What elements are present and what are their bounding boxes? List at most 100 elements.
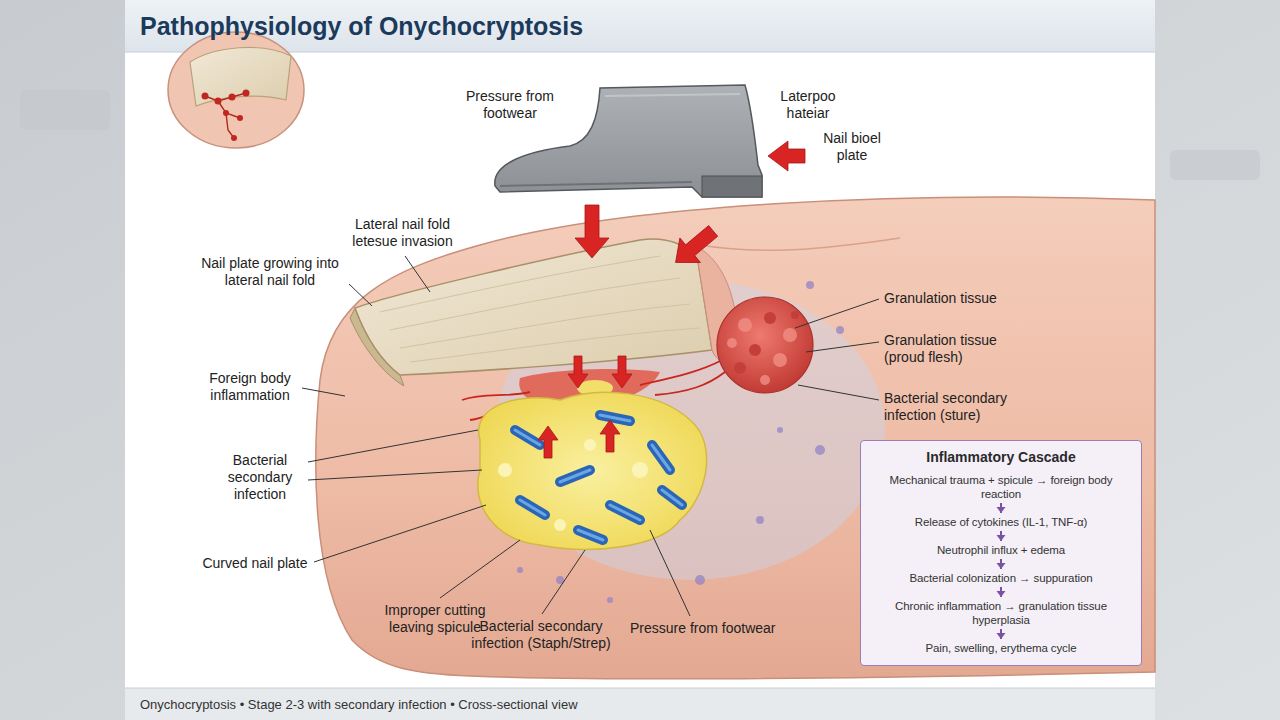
nail-plate [400, 304, 690, 348]
inflamed-halo [806, 281, 814, 289]
leader-lines [405, 256, 430, 292]
big-toe [316, 197, 1155, 679]
bacteria [610, 505, 640, 520]
callout-label: Bacterial secondary infection [215, 452, 305, 503]
inset-toe [202, 93, 209, 100]
inset-toe [205, 93, 246, 138]
bacteria [520, 500, 545, 515]
inflamed-halo [695, 575, 705, 585]
cascade-step: Chronic inflammation → granulation tissu… [869, 599, 1133, 627]
nail-plate [390, 278, 680, 330]
pressure-arrows [600, 420, 620, 452]
leader-lines [308, 470, 482, 480]
pus-collection [632, 462, 648, 478]
callout-label: Nail plate growing into lateral nail fol… [195, 255, 345, 289]
leader-lines [302, 256, 879, 616]
pressure-arrows [665, 219, 723, 275]
pressure-arrows [538, 141, 805, 458]
bacteria [560, 470, 590, 482]
pus-collection [498, 463, 512, 477]
inflamed-halo [607, 597, 613, 603]
inflamed-halo [756, 516, 764, 524]
connector-arrowhead [997, 563, 1006, 569]
shoe [500, 182, 692, 186]
leader-lines [314, 505, 486, 562]
pus-collection [584, 439, 596, 451]
cascade-connector [997, 503, 1006, 513]
granulation-tissue [760, 375, 770, 385]
inset-toe [229, 94, 236, 101]
shoe [702, 176, 762, 197]
bacteria [520, 500, 545, 515]
cascade-step: Mechanical trauma + spicule → foreign bo… [869, 473, 1133, 501]
leader-lines [806, 342, 879, 352]
callout-label: Lateral nail fold letesue invasion [340, 216, 465, 250]
page-ground [20, 90, 110, 130]
callout-label: Curved nail plate [190, 555, 320, 572]
inflamed-halo [815, 445, 825, 455]
connector-arrowhead [997, 507, 1006, 513]
footer-band [125, 688, 1155, 720]
bacteria [560, 470, 590, 482]
granulation-tissue [764, 312, 776, 324]
leader-lines [650, 530, 690, 616]
connector-arrowhead [997, 591, 1006, 597]
step-text: Mechanical trauma + spicule → foreign bo… [869, 473, 1133, 501]
footer-band [125, 688, 1155, 689]
pressure-arrows [538, 426, 558, 458]
bacteria [662, 490, 682, 505]
shoe [605, 94, 740, 96]
connector-arrowhead [997, 535, 1006, 541]
callout-label: Foreign body inflammation [200, 370, 300, 404]
inset-toe [215, 98, 222, 105]
cascade-panel: Inflammatory CascadeMechanical trauma + … [860, 440, 1142, 666]
step-text: Neutrophil influx + edema [869, 543, 1133, 557]
step-text: Chronic inflammation → granulation tissu… [869, 599, 1133, 627]
inset-toe [223, 110, 229, 116]
pressure-arrows [568, 356, 588, 388]
leader-lines [542, 550, 585, 614]
callout-label: Bacterial secondary infection (sture) [884, 390, 1034, 424]
inset-toe [190, 47, 291, 106]
diagram-caption: Onychocryptosis • Stage 2-3 with seconda… [140, 697, 578, 712]
callout-label: Pressure from footwear [630, 620, 800, 637]
cascade-step: Bacterial colonization → suppuration [869, 571, 1133, 585]
page-ground [125, 0, 1155, 720]
granulation-tissue [749, 344, 761, 356]
pressure-arrows [612, 356, 632, 388]
callout-label: Granulation tissue (proud flesh) [884, 332, 1024, 366]
granulation-tissue [717, 297, 813, 393]
cascade-step: Neutrophil influx + edema [869, 543, 1133, 557]
callout-label: Granulation tissue [884, 290, 1054, 307]
granulation-tissue [773, 353, 787, 367]
bacteria [600, 415, 630, 421]
nail-plate [410, 328, 700, 362]
granulation-tissue [738, 318, 752, 332]
page-ground [1170, 150, 1260, 180]
cascade-connector [997, 587, 1006, 597]
leader-lines [798, 385, 879, 400]
bacteria [600, 415, 630, 421]
leader-lines [795, 299, 879, 328]
bacteria [515, 415, 682, 540]
inset-toe [243, 90, 250, 97]
bacteria [578, 530, 603, 540]
pressure-arrows [768, 141, 805, 171]
pressure-arrows [665, 219, 723, 275]
inset-toe [231, 135, 237, 141]
step-text: Pain, swelling, erythema cycle [869, 641, 1133, 655]
bacteria [515, 415, 682, 540]
granulation-tissue [791, 311, 799, 319]
bacteria [652, 445, 670, 470]
bacteria [515, 415, 682, 540]
pus-collection [478, 392, 707, 549]
cascade-connector [997, 629, 1006, 639]
step-text: Release of cytokines (IL-1, TNF-α) [869, 515, 1133, 529]
step-text: Bacterial colonization → suppuration [869, 571, 1133, 585]
big-toe [316, 197, 1155, 679]
cascade-connector [997, 531, 1006, 541]
callout-label: Bacterial secondary infection (Staph/Str… [460, 618, 622, 652]
bacteria [515, 430, 540, 445]
